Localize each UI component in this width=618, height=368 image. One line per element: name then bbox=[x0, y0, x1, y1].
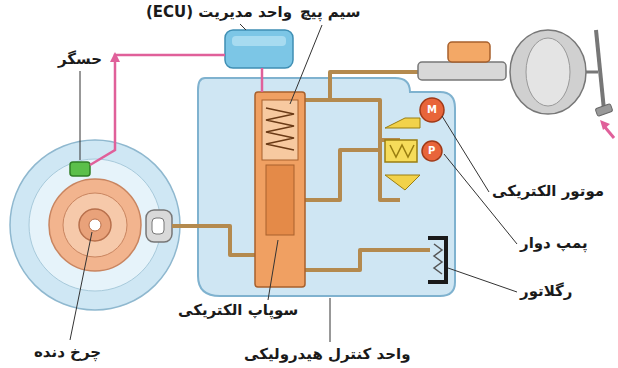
part-label: موتور الکتریکی bbox=[492, 182, 604, 200]
part-label: پمپ دوار bbox=[520, 234, 588, 252]
symbol-letter: P bbox=[428, 146, 435, 156]
part-label: واحد مدیریت (ECU) bbox=[146, 3, 292, 21]
ecu-box bbox=[225, 30, 293, 68]
regulator bbox=[428, 238, 446, 282]
wheel-sensor bbox=[70, 162, 90, 176]
leader-lines bbox=[70, 24, 517, 342]
part-label: حسگر bbox=[58, 50, 102, 68]
part-label: رگلاتور bbox=[520, 282, 572, 300]
rotary-pump bbox=[385, 118, 442, 190]
part-label: سیم پیچ bbox=[300, 3, 360, 21]
brake-pedal bbox=[586, 30, 613, 116]
foot-force-arrow bbox=[600, 120, 614, 138]
part-label: چرخ دنده bbox=[34, 343, 101, 361]
signal-wires bbox=[90, 52, 262, 165]
solenoid-valve bbox=[255, 92, 305, 287]
part-label: واحد کنترل هیدرولیکی bbox=[244, 345, 411, 363]
brake-booster bbox=[510, 30, 586, 114]
part-label: سوپاپ الکتریکی bbox=[178, 301, 298, 319]
brake-caliper bbox=[146, 210, 172, 242]
symbol-letter: M bbox=[427, 105, 437, 115]
master-cylinder bbox=[418, 42, 506, 80]
wheel bbox=[10, 140, 180, 310]
electric-motor bbox=[420, 98, 444, 122]
hydraulic-unit-housing bbox=[198, 78, 455, 296]
